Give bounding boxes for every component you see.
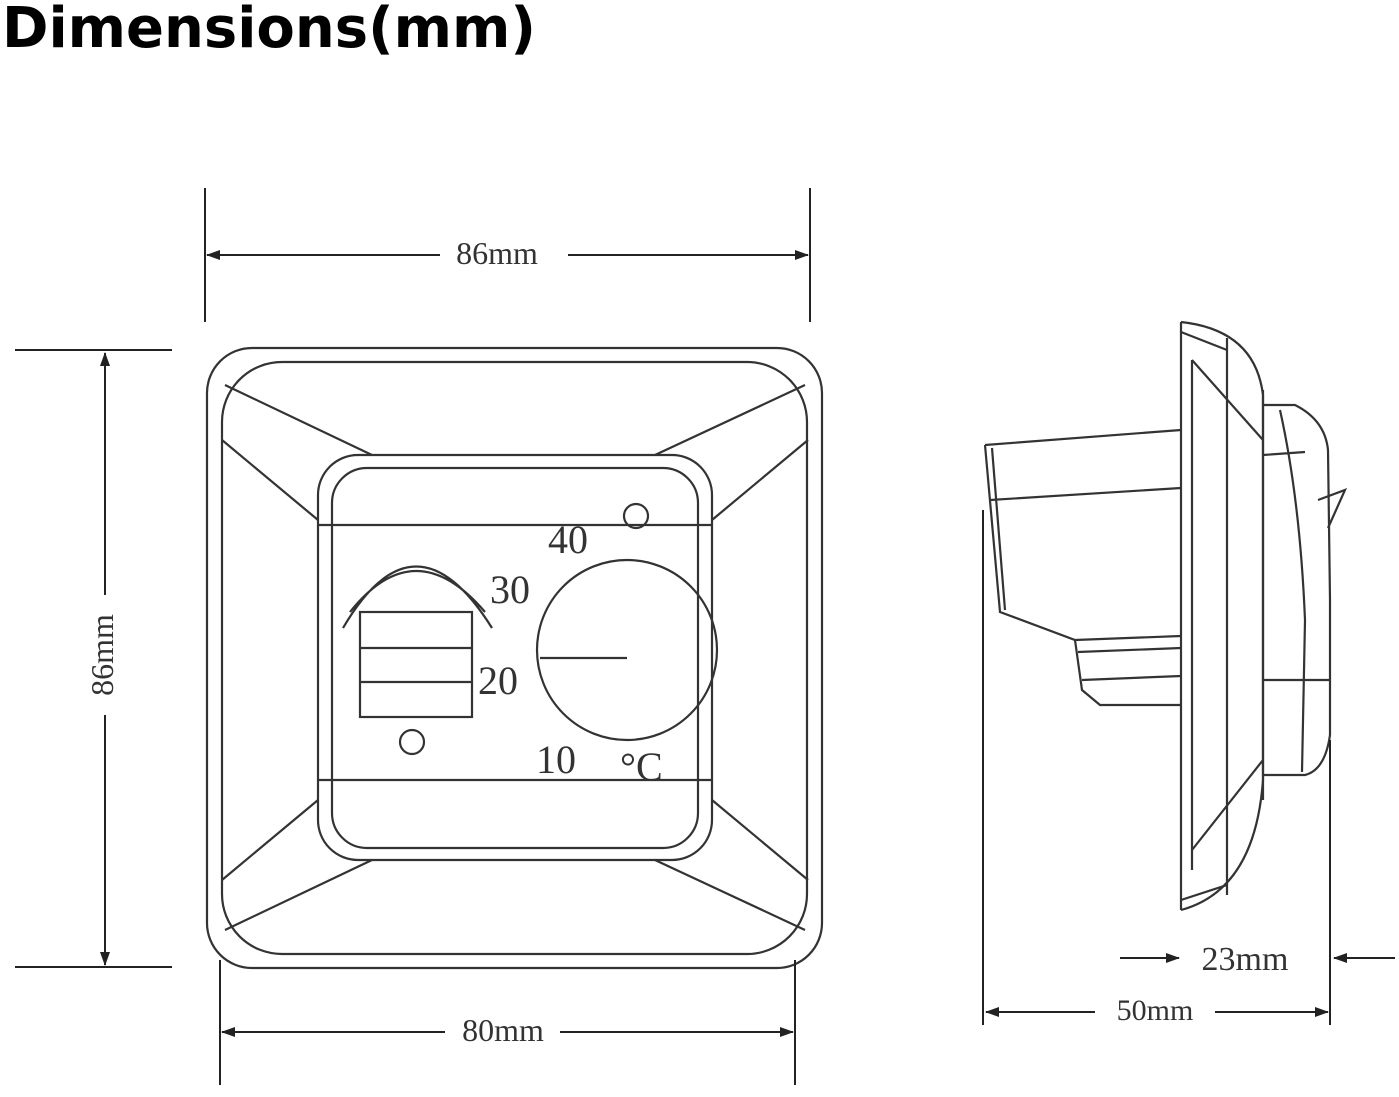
page-title: Dimensions(mm) [2,0,536,61]
panel-lines [318,523,712,782]
inner-panel-edge [330,466,700,850]
temperature-dial[interactable] [535,558,719,742]
corner-bevels [221,384,809,931]
dim-front-depth: 23mm [1120,941,1395,978]
scale-label-30: 30 [490,567,530,612]
front-view: 40 30 20 10 °C [205,346,824,970]
outer-frame [205,346,824,970]
indicator-led [398,728,426,756]
dim-total-depth: 50mm [982,510,1331,1027]
indicator-light [622,502,650,530]
inner-width-label: 80mm [462,1012,544,1048]
total-depth-label: 50mm [1117,994,1194,1027]
side-view [983,320,1348,912]
outer-frame-inner-edge [220,360,809,956]
front-width-label: 86mm [456,235,538,271]
rocker-switch [342,565,493,719]
scale-label-40: 40 [548,517,588,562]
scale-label-20: 20 [478,658,518,703]
front-height-label: 86mm [84,614,120,696]
dim-front-width: 86mm [204,188,811,322]
unit-label: °C [620,744,663,789]
inner-panel [316,453,714,862]
front-depth-label: 23mm [1202,941,1289,978]
scale-label-10: 10 [536,737,576,782]
dim-inner-width: 80mm [219,960,796,1085]
dim-front-height: 86mm [15,349,172,968]
